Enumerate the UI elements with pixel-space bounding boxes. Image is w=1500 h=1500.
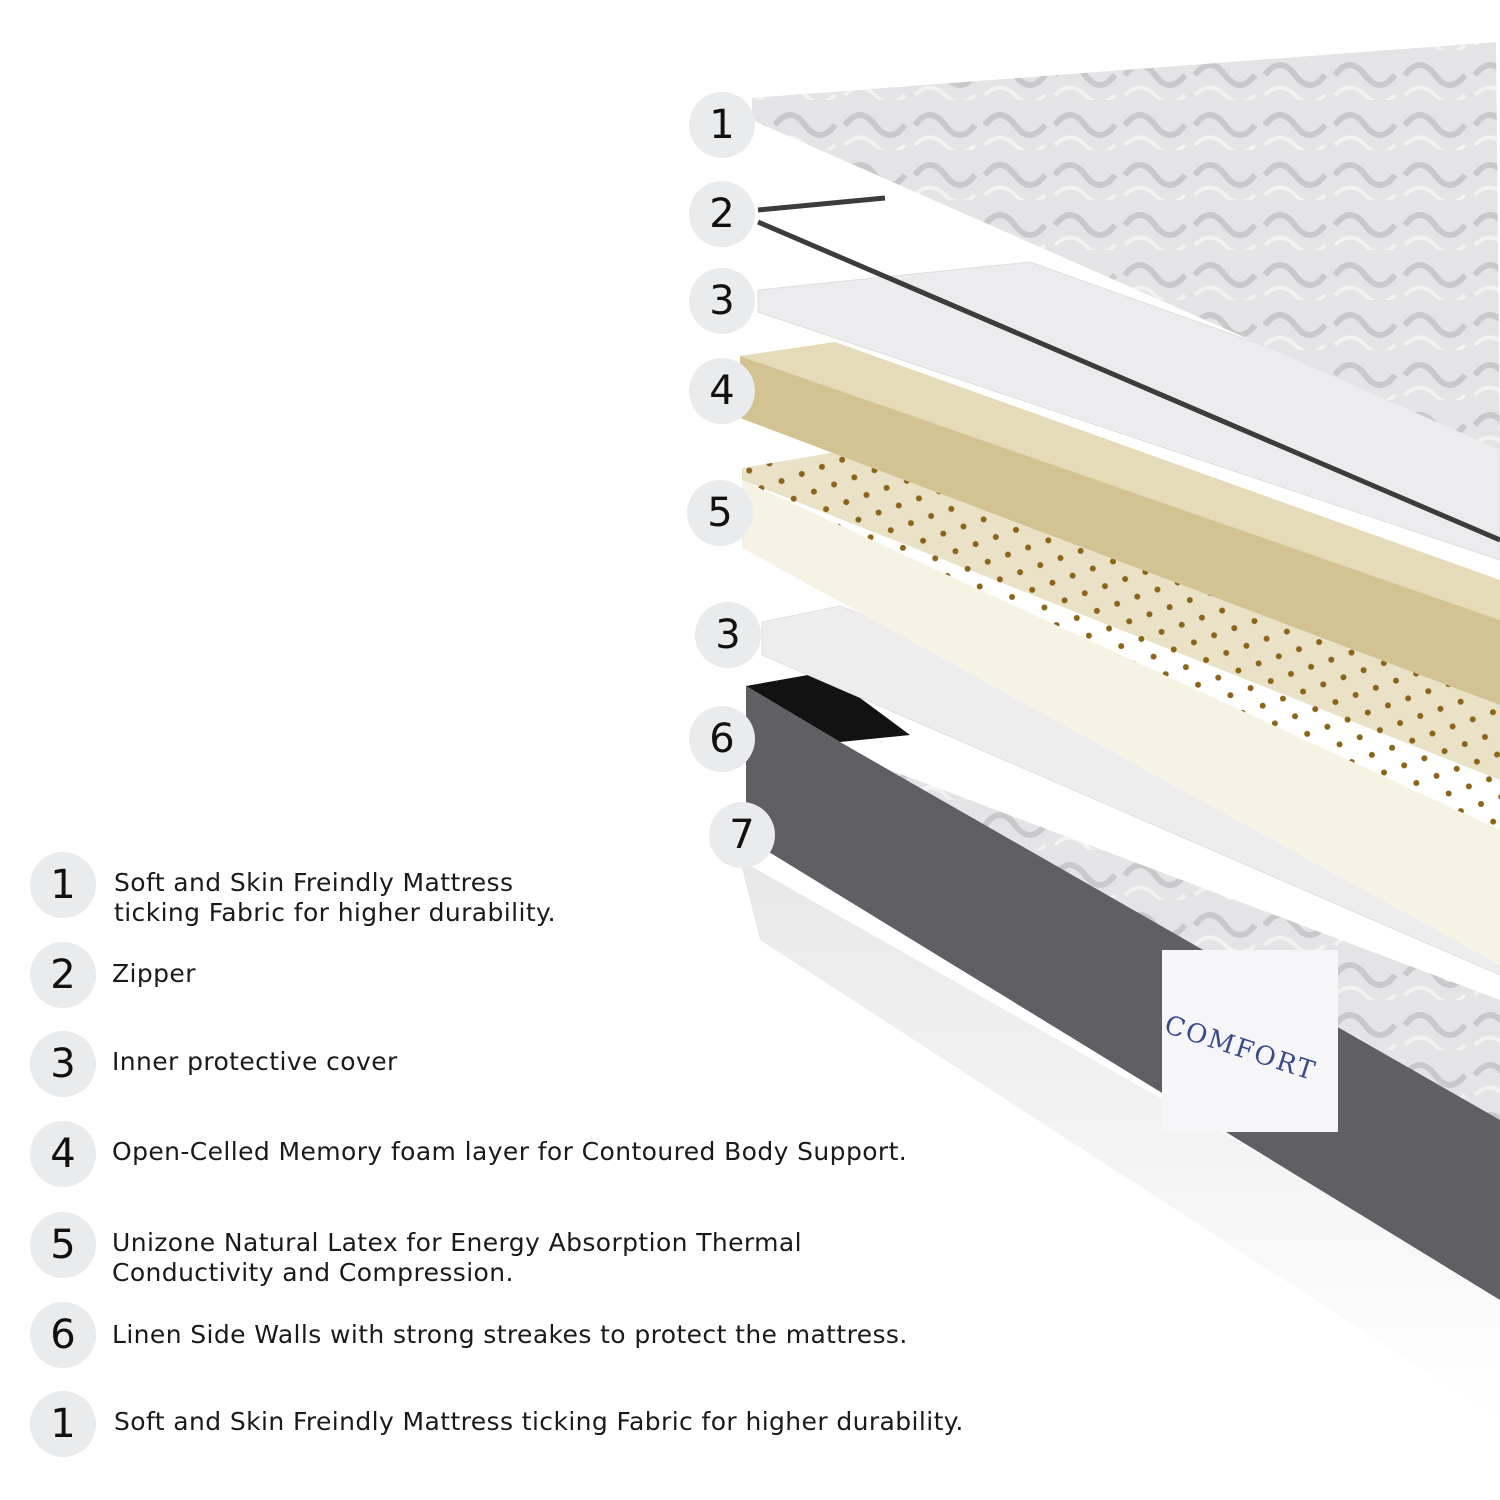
callout-1: 1 <box>689 92 755 158</box>
legend-text: Unizone Natural Latex for Energy Absorpt… <box>112 1228 802 1287</box>
callout-3: 3 <box>689 268 755 334</box>
upper-inner-cover <box>757 261 1500 561</box>
callout-4: 4 <box>689 358 755 424</box>
legend-item: 3 Inner protective cover <box>30 1031 1130 1101</box>
legend-text: Open-Celled Memory foam layer for Contou… <box>112 1137 908 1166</box>
legend-item: 1 Soft and Skin Freindly Mattress tickin… <box>30 852 1130 927</box>
legend-text: Zipper <box>112 959 196 988</box>
legend-number: 6 <box>30 1302 96 1368</box>
legend-number: 1 <box>30 1391 96 1457</box>
side-wall-layer <box>746 686 1500 1300</box>
legend-text: Soft and Skin Freindly Mattress ticking … <box>114 1407 964 1436</box>
callout-5: 5 <box>687 480 753 546</box>
legend-item: 6 Linen Side Walls with strong streakes … <box>30 1302 1130 1372</box>
legend-text: Linen Side Walls with strong streakes to… <box>112 1320 908 1349</box>
callout-6: 6 <box>689 706 755 772</box>
legend-item: 1 Soft and Skin Freindly Mattress tickin… <box>30 1391 1130 1461</box>
side-wall-dark-top <box>746 672 910 742</box>
legend-text: Soft and Skin Freindly Mattress ticking … <box>114 868 556 927</box>
top-fabric-layer <box>752 42 1500 450</box>
memory-foam-top <box>740 342 1500 620</box>
legend-item: 4 Open-Celled Memory foam layer for Cont… <box>30 1121 1130 1191</box>
callout-2: 2 <box>689 181 755 247</box>
legend-number: 5 <box>30 1212 96 1278</box>
floor-shadow <box>740 860 1500 1420</box>
legend-text: Inner protective cover <box>112 1047 398 1076</box>
lower-inner-cover <box>761 605 1500 976</box>
legend-number: 1 <box>30 852 96 918</box>
zipper-line-long <box>757 219 1500 543</box>
legend-number: 2 <box>30 942 96 1008</box>
legend-item: 2 Zipper <box>30 942 1130 1012</box>
legend-number: 3 <box>30 1031 96 1097</box>
memory-foam-layer <box>740 356 1500 705</box>
brand-label: COMFORT <box>1160 950 1338 1132</box>
legend-item: 5 Unizone Natural Latex for Energy Absor… <box>30 1212 1130 1287</box>
brand-logo: COMFORT <box>1160 1010 1320 1088</box>
legend-number: 4 <box>30 1121 96 1187</box>
zipper-line <box>757 195 886 213</box>
callout-7: 7 <box>709 802 775 868</box>
callout-3b: 3 <box>695 602 761 668</box>
latex-layer <box>742 480 1500 965</box>
